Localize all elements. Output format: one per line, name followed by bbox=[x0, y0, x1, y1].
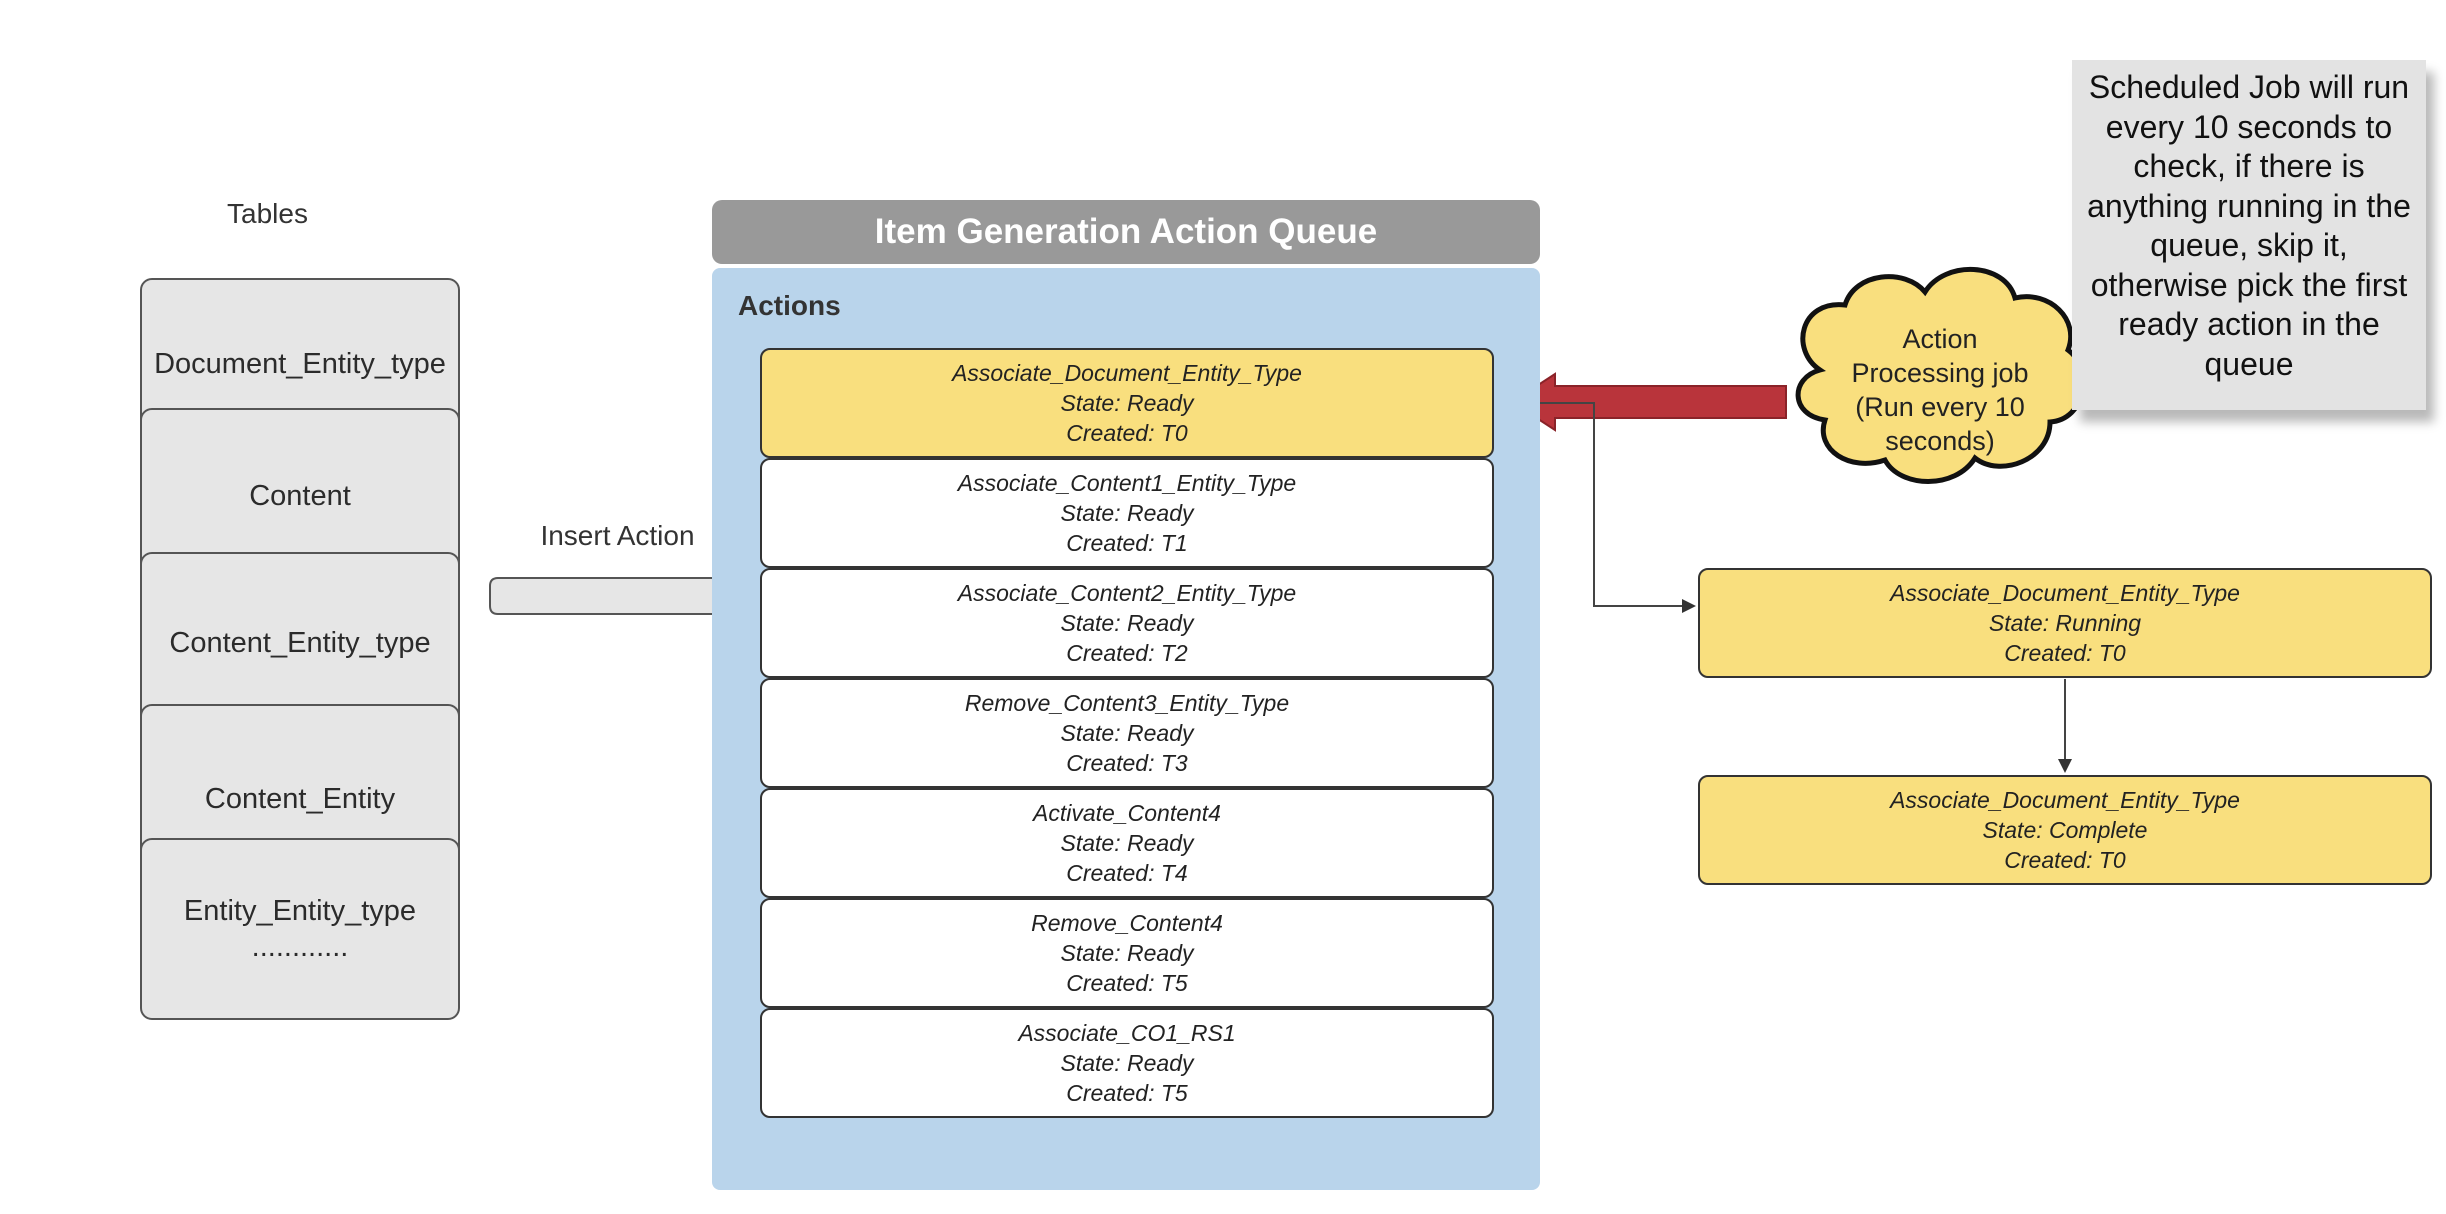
processing-job-line: seconds) bbox=[1885, 426, 1995, 456]
action-state: State: Ready bbox=[1060, 500, 1194, 526]
action-item: Remove_Content3_Entity_Type State: Ready… bbox=[760, 678, 1494, 788]
action-state: State: Running bbox=[1988, 610, 2142, 636]
action-item: Associate_Document_Entity_Type State: Re… bbox=[760, 348, 1494, 458]
action-item: Activate_Content4 State: Ready Created: … bbox=[760, 788, 1494, 898]
action-item: Associate_Content1_Entity_Type State: Re… bbox=[760, 458, 1494, 568]
action-created: Created: T5 bbox=[1066, 970, 1188, 996]
action-state: State: Complete bbox=[1982, 817, 2148, 843]
action-created: Created: T1 bbox=[1066, 530, 1188, 556]
table-entity-entity-type: Entity_Entity_type ............ bbox=[140, 838, 460, 1020]
table-label: Entity_Entity_type bbox=[183, 894, 417, 927]
actions-label: Actions bbox=[738, 290, 841, 321]
queue-title: Item Generation Action Queue bbox=[712, 200, 1540, 264]
insert-action-arrow bbox=[489, 556, 744, 634]
tables-title: Tables bbox=[227, 198, 308, 229]
action-state: State: Ready bbox=[1060, 610, 1194, 636]
action-created: Created: T2 bbox=[1066, 640, 1188, 666]
processing-job-line: Action bbox=[1902, 324, 1978, 354]
action-created: Created: T4 bbox=[1066, 860, 1188, 886]
action-state: State: Ready bbox=[1060, 720, 1194, 746]
processing-job-line: (Run every 10 bbox=[1855, 392, 2025, 422]
action-name: Associate_Document_Entity_Type bbox=[1890, 787, 2240, 813]
completed-action: Associate_Document_Entity_Type State: Co… bbox=[1698, 775, 2432, 885]
action-name: Remove_Content4 bbox=[1031, 910, 1223, 936]
table-label: Document_Entity_type bbox=[154, 347, 446, 380]
action-state: State: Ready bbox=[1060, 390, 1194, 416]
action-item: Associate_Content2_Entity_Type State: Re… bbox=[760, 568, 1494, 678]
action-created: Created: T0 bbox=[1066, 420, 1188, 446]
action-name: Remove_Content3_Entity_Type bbox=[964, 690, 1290, 716]
dispatch-connector bbox=[1494, 402, 1696, 613]
table-label: Content_Entity bbox=[204, 782, 396, 815]
action-name: Associate_Content2_Entity_Type bbox=[957, 580, 1297, 606]
processing-job-label: Action Processing job (Run every 10 seco… bbox=[1800, 322, 2080, 458]
action-name: Associate_Document_Entity_Type bbox=[952, 360, 1302, 386]
action-name: Activate_Content4 bbox=[1033, 800, 1221, 826]
scheduled-job-note: Scheduled Job will run every 10 seconds … bbox=[2072, 60, 2426, 410]
action-created: Created: T3 bbox=[1066, 750, 1188, 776]
action-name: Associate_Content1_Entity_Type bbox=[957, 470, 1297, 496]
running-action: Associate_Document_Entity_Type State: Ru… bbox=[1698, 568, 2432, 678]
action-state: State: Ready bbox=[1060, 1050, 1194, 1076]
action-state: State: Ready bbox=[1060, 940, 1194, 966]
action-created: Created: T0 bbox=[2004, 640, 2126, 666]
action-name: Associate_CO1_RS1 bbox=[1018, 1020, 1236, 1046]
action-created: Created: T5 bbox=[1066, 1080, 1188, 1106]
action-name: Associate_Document_Entity_Type bbox=[1890, 580, 2240, 606]
action-item: Associate_CO1_RS1 State: Ready Created: … bbox=[760, 1008, 1494, 1118]
processing-job-line: Processing job bbox=[1851, 358, 2029, 388]
table-ellipsis: ............ bbox=[251, 931, 349, 963]
table-content-entity-type: Content_Entity_type bbox=[140, 552, 460, 734]
action-item: Remove_Content4 State: Ready Created: T5 bbox=[760, 898, 1494, 1008]
table-label: Content bbox=[249, 479, 351, 512]
table-label: Content_Entity_type bbox=[169, 626, 431, 659]
insert-action-label: Insert Action bbox=[540, 520, 695, 551]
action-state: State: Ready bbox=[1060, 830, 1194, 856]
action-created: Created: T0 bbox=[2004, 847, 2126, 873]
